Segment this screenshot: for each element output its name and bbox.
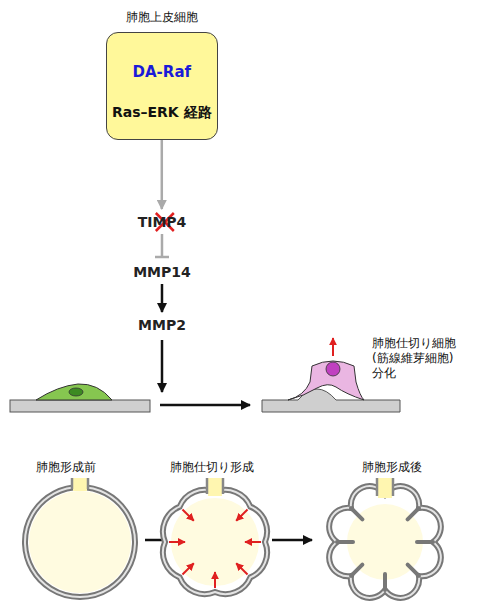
septum-arrow — [236, 509, 247, 520]
migration-arrow — [332, 338, 334, 356]
stage-label: 肺胞形成前 — [36, 460, 96, 475]
stage-label: 肺胞形成後 — [362, 460, 422, 475]
node-heading: 肺胞上皮細胞 — [107, 9, 217, 26]
alveolus-wall — [163, 490, 267, 594]
stage-arrow — [272, 539, 312, 542]
node-text: DA-Raf — [133, 63, 191, 81]
protein-label: MMP2 — [134, 315, 190, 335]
airspace — [29, 491, 131, 593]
basement-membrane — [10, 400, 150, 412]
septum-arrow — [245, 541, 261, 543]
protein-label: MMP14 — [129, 262, 195, 282]
airway — [208, 478, 222, 496]
airway-wall — [71, 478, 74, 489]
cell-annotation: 肺胞仕切り細胞 (筋線維芽細胞) 分化 — [372, 336, 472, 381]
septum-arrow — [182, 563, 193, 574]
airway — [73, 478, 87, 491]
node-text: Ras–ERK 経路 — [112, 104, 212, 122]
septum-arrow — [214, 572, 216, 588]
airway-wall — [222, 478, 225, 494]
cell-panel: 肺胞上皮細胞DA-RafRas–ERK 経路 — [106, 32, 218, 140]
septum-cell — [288, 361, 364, 400]
cell-nucleus — [69, 388, 83, 396]
alveolus-wall — [25, 487, 135, 597]
airway-wall — [87, 478, 90, 489]
septum-arrow — [236, 563, 247, 574]
pathway-label: Ras–ERK 経路 — [108, 102, 216, 124]
alveolus-wall — [163, 490, 267, 594]
transition-arrow — [160, 404, 250, 407]
airspace — [347, 504, 423, 580]
alveolus-wall — [329, 486, 441, 598]
alveolar-septum — [383, 574, 387, 590]
alveolar-septum — [417, 540, 433, 544]
airway-wall — [206, 478, 209, 494]
alveolar-septum — [351, 565, 362, 576]
airway-wall — [376, 478, 379, 496]
alveolar-septum — [337, 540, 353, 544]
alveolar-septum — [408, 508, 419, 519]
action-arrow — [161, 340, 164, 392]
alveolar-septum — [351, 508, 362, 519]
fibroblast-cell — [36, 384, 112, 400]
alveolar-septum — [408, 565, 419, 576]
node-text: TIMP4 — [138, 214, 187, 230]
alveolus-wall — [25, 487, 135, 597]
protein-label: DA-Raf — [129, 61, 195, 83]
airway — [378, 478, 392, 498]
alveoli-group — [25, 478, 441, 598]
alveolus-wall — [329, 486, 441, 598]
node-text: MMP2 — [138, 317, 186, 333]
stage-label: 肺胞仕切り形成 — [170, 460, 254, 475]
connector — [161, 284, 164, 312]
septum-arrow — [169, 541, 185, 543]
cell-nucleus — [326, 362, 340, 376]
septum-arrow — [182, 509, 193, 520]
basement-membrane — [262, 389, 400, 412]
node-text: MMP14 — [133, 264, 191, 280]
protein-label: TIMP4 — [134, 212, 191, 232]
connector — [161, 234, 164, 257]
airway-wall — [392, 478, 395, 496]
